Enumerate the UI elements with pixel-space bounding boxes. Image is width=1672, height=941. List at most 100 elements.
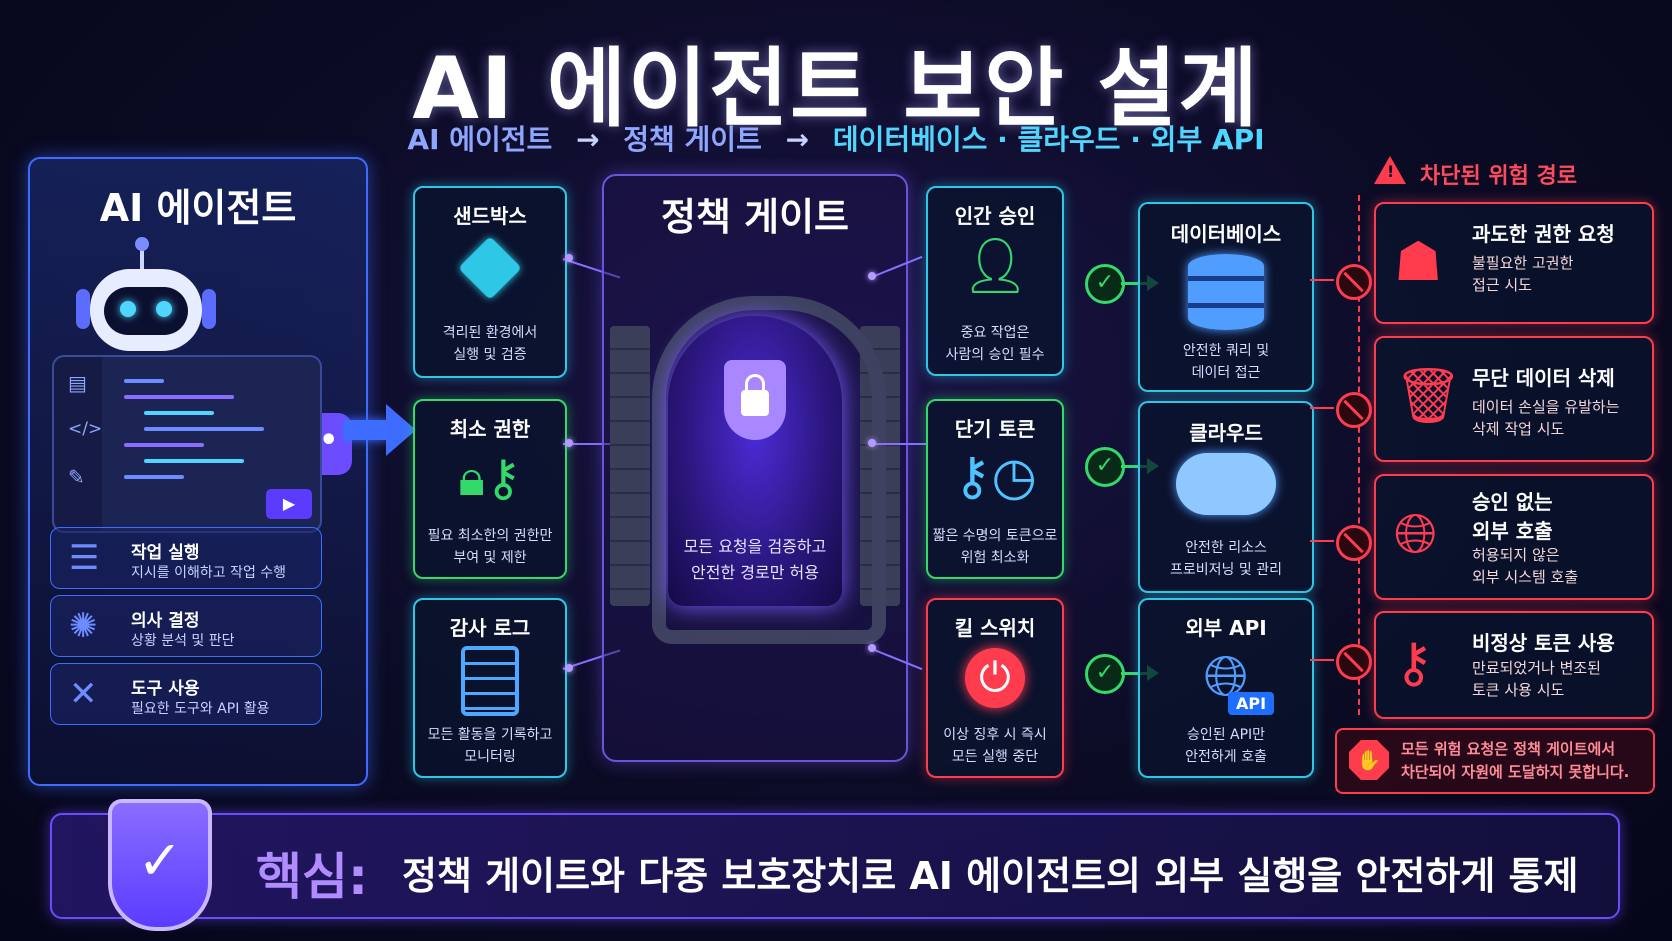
- check-icon: ✓: [1085, 447, 1125, 487]
- robot-ear-icon: [202, 289, 216, 329]
- gate-title: 정책 게이트: [660, 195, 850, 239]
- skill-desc: 상황 분석 및 판단: [131, 633, 235, 649]
- blocked-line: [1310, 407, 1334, 409]
- play-icon: ▶: [266, 489, 312, 519]
- card-title: 인간 승인: [954, 204, 1036, 228]
- connector-dot: [565, 664, 573, 672]
- connector-dot: [565, 254, 573, 262]
- card-title: 최소 권한: [449, 417, 531, 441]
- threat-title: 과도한 권한 요청: [1472, 222, 1615, 246]
- core-banner: ✓ 핵심: 정책 게이트와 다중 보호장치로 AI 에이전트의 외부 실행을 안…: [50, 799, 1620, 931]
- wrench-icon: ✎: [68, 465, 85, 489]
- card-title: 단기 토큰: [954, 417, 1036, 441]
- skill-card-tools: ✕ 도구 사용 필요한 도구와 API 활용: [50, 663, 322, 725]
- connector-line: [872, 443, 926, 445]
- card-title: 데이터베이스: [1170, 222, 1282, 246]
- blocked-paths-heading: 차단된 위험 경로: [1420, 164, 1577, 189]
- blocked-line: [1310, 540, 1334, 542]
- page-title: AI 에이전트 보안 설계: [412, 39, 1260, 139]
- blocked-icon: [1336, 392, 1372, 428]
- check-icon: ✓: [1085, 654, 1125, 694]
- key-clock-icon: ⚷◷: [953, 447, 1037, 507]
- gate-portal: [668, 316, 842, 606]
- database-icon: [1140, 254, 1312, 330]
- globe-alert-icon: 🌐︎: [1394, 502, 1438, 565]
- robot-ear-icon: [76, 289, 90, 329]
- flow-subtitle: AI 에이전트 → 정책 게이트 → 데이터베이스 · 클라우드 · 외부 AP…: [0, 118, 1672, 158]
- agent-to-gate-arrowhead-icon: [386, 404, 416, 456]
- blocked-line: [1310, 279, 1334, 281]
- agent-panel: AI 에이전트 ••• ▤ </> ✎ ▶ ☰ 작업 실행 지시를 이해하고 작…: [28, 157, 368, 786]
- code-icon: </>: [68, 419, 103, 439]
- connector-dot: [565, 439, 573, 447]
- lock-key-icon: 🔒︎⚷: [458, 449, 522, 507]
- connector-line: [563, 443, 633, 445]
- blocked-line: [1310, 659, 1334, 661]
- user-check-icon: 👤︎: [960, 234, 1030, 297]
- flow-step-agent: AI 에이전트: [407, 123, 553, 156]
- skill-desc: 지시를 이해하고 작업 수행: [131, 565, 287, 581]
- card-title: 감사 로그: [449, 616, 531, 640]
- agent-to-gate-arrow-icon: [344, 420, 388, 440]
- globe-api-icon: 🌐︎: [1203, 644, 1249, 709]
- tools-icon: ✕: [69, 674, 98, 714]
- cube-icon: [415, 236, 565, 300]
- hacker-icon: ☗: [1394, 230, 1443, 293]
- code-editor-illustration: ▤ </> ✎ ▶: [52, 355, 322, 533]
- blocked-icon: [1336, 525, 1372, 561]
- trash-icon: 🗑︎: [1394, 364, 1463, 427]
- key-icon: ⚷: [1394, 631, 1434, 694]
- flow-step-gate: 정책 게이트: [623, 123, 762, 156]
- card-title: 킬 스위치: [954, 616, 1036, 640]
- gate-pillar: [610, 326, 650, 606]
- robot-antenna-icon: [135, 237, 149, 269]
- power-icon: ⏻: [928, 648, 1062, 708]
- skill-card-execute: ☰ 작업 실행 지시를 이해하고 작업 수행: [50, 527, 322, 589]
- blocked-icon: [1336, 644, 1372, 680]
- core-label: 핵심:: [256, 848, 368, 906]
- connector-dot: [868, 644, 876, 652]
- skill-title: 의사 결정: [131, 611, 200, 631]
- brain-icon: ✺: [69, 606, 98, 646]
- skill-card-decide: ✺ 의사 결정 상황 분석 및 판단: [50, 595, 322, 657]
- agent-title: AI 에이전트: [99, 186, 297, 230]
- skill-title: 도구 사용: [131, 679, 200, 699]
- api-badge: API: [1228, 692, 1275, 715]
- blocked-icon: [1336, 264, 1372, 300]
- shield-check-icon: ✓: [108, 799, 212, 931]
- flow-step-resources: 데이터베이스 · 클라우드 · 외부 API: [832, 123, 1265, 156]
- flow-arrow-icon: →: [785, 123, 810, 156]
- core-text: 정책 게이트와 다중 보호장치로 AI 에이전트의 외부 실행을 안전하게 통제: [402, 854, 1579, 898]
- skill-title: 작업 실행: [131, 543, 200, 563]
- threat-title: 무단 데이터 삭제: [1472, 366, 1615, 390]
- cloud-icon: [1140, 453, 1312, 515]
- checklist-icon: ☰: [69, 538, 100, 578]
- card-title: 샌드박스: [453, 204, 527, 228]
